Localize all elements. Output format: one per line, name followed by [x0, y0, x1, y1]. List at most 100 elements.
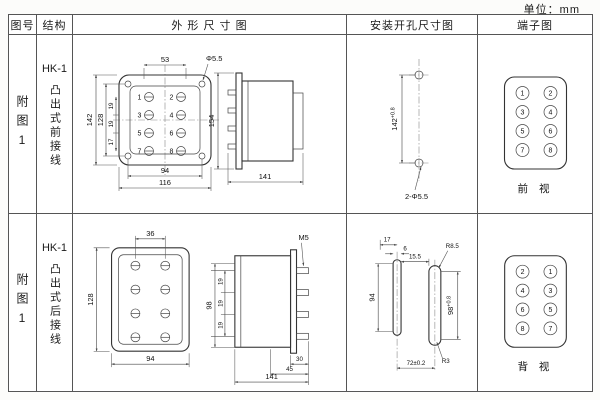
dimensions-front-view: 53 Φ5.5 142 128 19 19 17 94: [85, 54, 222, 191]
svg-text:4: 4: [549, 110, 553, 117]
unit-label: 单位：mm: [523, 4, 580, 16]
dim-6: 6: [403, 245, 407, 252]
flange-plate: [235, 72, 243, 170]
row2-terminal-cell: 2 1 4 3 6 5 8 7 背 视: [478, 214, 592, 391]
dim-19a: 19: [108, 102, 115, 109]
case-outline: [129, 85, 201, 155]
svg-text:7: 7: [138, 149, 142, 156]
svg-text:8: 8: [549, 148, 553, 155]
svg-text:1: 1: [548, 269, 552, 276]
relay-front-view: 1 2 3 4 5 6 7 8: [113, 65, 219, 175]
row1-terminal-cell: 1 2 3 4 5 6 7 8 前 视: [478, 35, 592, 214]
row1-figure-cell: 附图1: [9, 35, 37, 214]
svg-text:2: 2: [170, 95, 174, 102]
dim-53: 53: [161, 55, 169, 64]
dim-141: 141: [265, 372, 277, 381]
dim-17: 17: [384, 236, 391, 243]
svg-text:2: 2: [549, 91, 553, 98]
dim-141: 141: [259, 172, 272, 181]
terminal-diagram-back-view: 2 1 4 3 6 5 8 7 背 视: [504, 255, 567, 373]
terminal-block-outline: [503, 76, 568, 170]
row2-structure-cell: HK-1 凸出式后接线: [37, 214, 73, 391]
dim-94: 94: [368, 293, 377, 301]
dim-hole-diameter: Φ5.5: [206, 54, 222, 63]
svg-text:5: 5: [548, 307, 552, 314]
structure-label: 凸出式后接线: [48, 263, 61, 347]
terminal-block-outline: [504, 255, 567, 348]
rear-case-outline: [111, 247, 190, 352]
row1-outline-cell: 1 2 3 4 5 6 7 8 53 Φ5.5: [73, 35, 347, 214]
figure-label: 附图1: [15, 94, 29, 154]
row2-figure-cell: 附图1: [9, 214, 37, 391]
mounting-holes-rear-wiring: 17 6 15.5 R8.5 94 98+0.8 R3 72±0.2: [368, 236, 461, 372]
header-structure: 结构: [37, 15, 73, 35]
dim-19a: 19: [217, 278, 224, 285]
svg-text:3: 3: [548, 288, 552, 295]
svg-text:4: 4: [170, 113, 174, 120]
dim-116: 116: [159, 178, 171, 187]
spec-table: 图号 结构 外 形 尺 寸 图 安装开孔尺寸图 端子图 附图1 HK-1 凸出式…: [8, 14, 593, 392]
terminal-circles: 1 2 3 4 5 6 7 8: [515, 86, 558, 157]
svg-text:8: 8: [170, 149, 174, 156]
dim-19c: 19: [217, 321, 224, 328]
relay-side-view: 154 141: [207, 72, 304, 185]
dim-r3: R3: [442, 358, 450, 365]
svg-text:7: 7: [521, 148, 525, 155]
svg-text:2: 2: [521, 269, 525, 276]
relay-side-view-rear-wiring: M5 19 19 19 98 30 45: [204, 233, 309, 386]
dim-142-toleranced: 142+0.8: [390, 107, 399, 130]
terminal-screws: [144, 92, 186, 156]
case-side: [241, 80, 294, 162]
dim-98: 98: [204, 301, 213, 309]
terminal-diagram-front-view: 1 2 3 4 5 6 7 8 前 视: [503, 76, 568, 195]
relay-rear-view: 36 128 94: [86, 229, 190, 368]
dim-17: 17: [108, 138, 115, 145]
dim-45: 45: [286, 366, 293, 373]
structure-label: 凸出式前接线: [48, 84, 61, 168]
svg-text:3: 3: [521, 110, 525, 117]
dim-128: 128: [96, 114, 105, 127]
dim-94: 94: [161, 166, 169, 175]
outline-drawing-front-wiring: 1 2 3 4 5 6 7 8 53 Φ5.5: [85, 54, 304, 191]
dim-19b: 19: [108, 120, 115, 127]
svg-text:3: 3: [138, 113, 142, 120]
view-caption: 背 视: [518, 360, 554, 373]
svg-text:1: 1: [521, 91, 525, 98]
model-label: HK-1: [41, 63, 68, 75]
header-outline-dimensions: 外 形 尺 寸 图: [73, 15, 347, 35]
outline-drawing-rear-wiring: 36 128 94 M5: [86, 229, 309, 386]
dim-m5: M5: [298, 233, 308, 242]
holes-callout: 2-Φ5.5: [405, 192, 428, 201]
dim-r8-5: R8.5: [446, 243, 460, 250]
row1-mounting-cell: 142+0.8 2-Φ5.5: [347, 35, 478, 214]
figure-label: 附图1: [15, 273, 29, 332]
svg-text:6: 6: [549, 129, 553, 136]
svg-text:5: 5: [138, 131, 142, 138]
svg-text:1: 1: [138, 95, 142, 102]
header-figure-number: 图号: [9, 15, 37, 35]
panel-plate: [289, 249, 298, 354]
svg-text:7: 7: [548, 326, 552, 333]
dim-154: 154: [207, 115, 216, 128]
dim-98-toleranced: 98+0.8: [446, 296, 455, 315]
header-terminal-diagram: 端子图: [478, 15, 592, 35]
dim-128: 128: [86, 293, 95, 305]
svg-text:8: 8: [521, 326, 525, 333]
case-side: [234, 255, 292, 348]
view-caption: 前 视: [518, 182, 554, 195]
svg-text:6: 6: [170, 131, 174, 138]
mounting-slot-right: [428, 265, 442, 346]
row2-outline-cell: 36 128 94 M5: [73, 214, 347, 391]
dim-36: 36: [146, 229, 154, 238]
model-label: HK-1: [41, 242, 68, 254]
svg-text:6: 6: [521, 307, 525, 314]
mounting-slot-left: [392, 259, 402, 336]
flange-outline: [118, 74, 212, 166]
dim-94: 94: [146, 354, 154, 363]
dim-72: 72±0.2: [407, 360, 426, 367]
rear-terminal-screws: [130, 260, 171, 343]
terminal-numbers: 1 2 3 4 5 6 7 8: [138, 95, 174, 156]
dim-142: 142: [85, 114, 94, 127]
header-mounting-holes: 安装开孔尺寸图: [347, 15, 478, 35]
svg-text:5: 5: [521, 129, 525, 136]
